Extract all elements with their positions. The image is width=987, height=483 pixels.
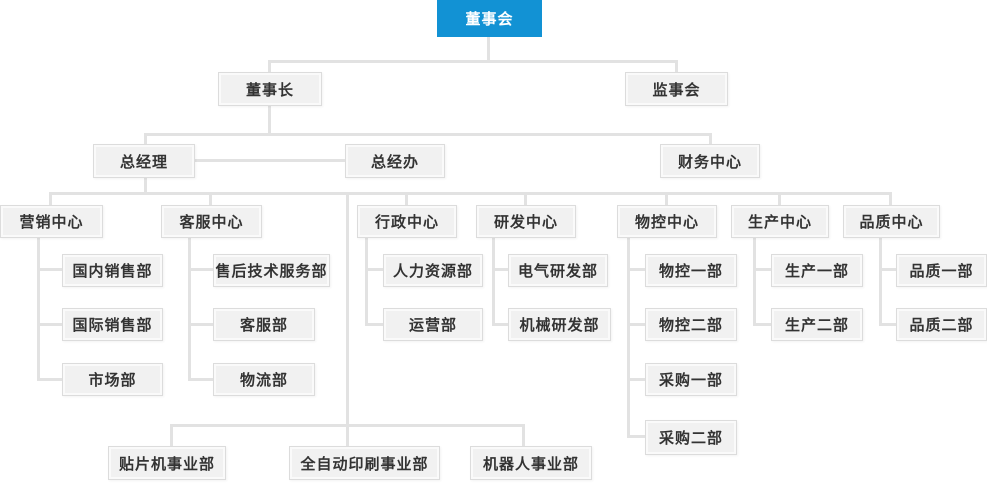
connector-line: [492, 238, 495, 326]
connector-line: [209, 192, 212, 205]
connector-line: [144, 133, 147, 144]
connector-line: [753, 268, 771, 271]
node-logistics-dept: 物流部: [213, 363, 315, 396]
node-international-sales-dept: 国际销售部: [62, 308, 163, 341]
connector-line: [195, 159, 345, 162]
node-production-dept-1: 生产一部: [771, 254, 863, 287]
node-supervisory-board: 监事会: [625, 72, 728, 106]
connector-line: [365, 268, 383, 271]
connector-line: [492, 268, 508, 271]
connector-line: [524, 192, 527, 205]
node-customer-service-dept: 客服部: [213, 308, 315, 341]
connector-line: [170, 424, 173, 446]
node-general-manager: 总经理: [93, 144, 195, 178]
connector-line: [492, 323, 508, 326]
node-finance-center: 财务中心: [660, 144, 760, 178]
connector-line: [268, 60, 271, 72]
node-purchasing-dept-2: 采购二部: [645, 420, 737, 455]
node-smt-business-unit: 贴片机事业部: [108, 446, 226, 480]
connector-line: [37, 378, 62, 381]
node-mechanical-rnd-dept: 机械研发部: [508, 308, 611, 341]
connector-line: [170, 424, 525, 427]
connector-line: [188, 323, 213, 326]
node-production-center: 生产中心: [731, 205, 829, 238]
node-quality-dept-2: 品质二部: [896, 308, 987, 341]
connector-line: [346, 192, 349, 446]
node-purchasing-dept-1: 采购一部: [645, 363, 737, 396]
connector-line: [188, 268, 213, 271]
connector-line: [365, 238, 368, 326]
connector-line: [753, 323, 771, 326]
connector-line: [487, 37, 490, 63]
node-material-control-dept-1: 物控一部: [645, 254, 737, 287]
node-material-control-dept-2: 物控二部: [645, 308, 737, 341]
connector-line: [144, 178, 147, 192]
connector-line: [37, 323, 62, 326]
node-operations-dept: 运营部: [383, 308, 483, 341]
connector-line: [889, 192, 892, 205]
connector-line: [268, 60, 678, 63]
node-electrical-rnd-dept: 电气研发部: [508, 254, 608, 287]
node-admin-center: 行政中心: [357, 205, 457, 238]
node-after-sales-tech-service-dept: 售后技术服务部: [213, 254, 330, 287]
node-board-of-directors: 董事会: [437, 0, 542, 37]
connector-line: [709, 133, 712, 144]
node-marketing-center: 营销中心: [0, 205, 103, 238]
node-gm-office: 总经办: [345, 144, 445, 178]
node-domestic-sales-dept: 国内销售部: [62, 254, 163, 287]
connector-line: [268, 106, 271, 133]
connector-line: [405, 192, 408, 205]
connector-line: [627, 238, 630, 438]
node-chairman: 董事长: [218, 72, 322, 106]
connector-line: [522, 424, 525, 446]
connector-line: [49, 192, 892, 195]
connector-line: [675, 60, 678, 72]
connector-line: [188, 378, 213, 381]
connector-line: [188, 238, 191, 381]
connector-line: [144, 133, 712, 136]
node-market-dept: 市场部: [62, 363, 163, 396]
node-production-dept-2: 生产二部: [771, 308, 863, 341]
node-material-control-center: 物控中心: [617, 205, 717, 238]
node-quality-center: 品质中心: [843, 205, 940, 238]
connector-line: [627, 323, 645, 326]
connector-line: [37, 238, 40, 381]
connector-line: [627, 435, 645, 438]
connector-line: [879, 268, 896, 271]
node-customer-service-center: 客服中心: [161, 205, 262, 238]
connector-line: [49, 192, 52, 205]
connector-line: [37, 268, 62, 271]
node-robot-business-unit: 机器人事业部: [470, 446, 592, 480]
connector-line: [753, 238, 756, 326]
node-hr-dept: 人力资源部: [383, 254, 483, 287]
node-rnd-center: 研发中心: [476, 205, 576, 238]
connector-line: [879, 238, 882, 326]
connector-line: [627, 378, 645, 381]
connector-line: [778, 192, 781, 205]
connector-line: [665, 192, 668, 205]
node-quality-dept-1: 品质一部: [896, 254, 987, 287]
node-auto-printing-business-unit: 全自动印刷事业部: [289, 446, 440, 480]
connector-line: [365, 323, 383, 326]
connector-line: [627, 268, 645, 271]
connector-line: [879, 323, 896, 326]
